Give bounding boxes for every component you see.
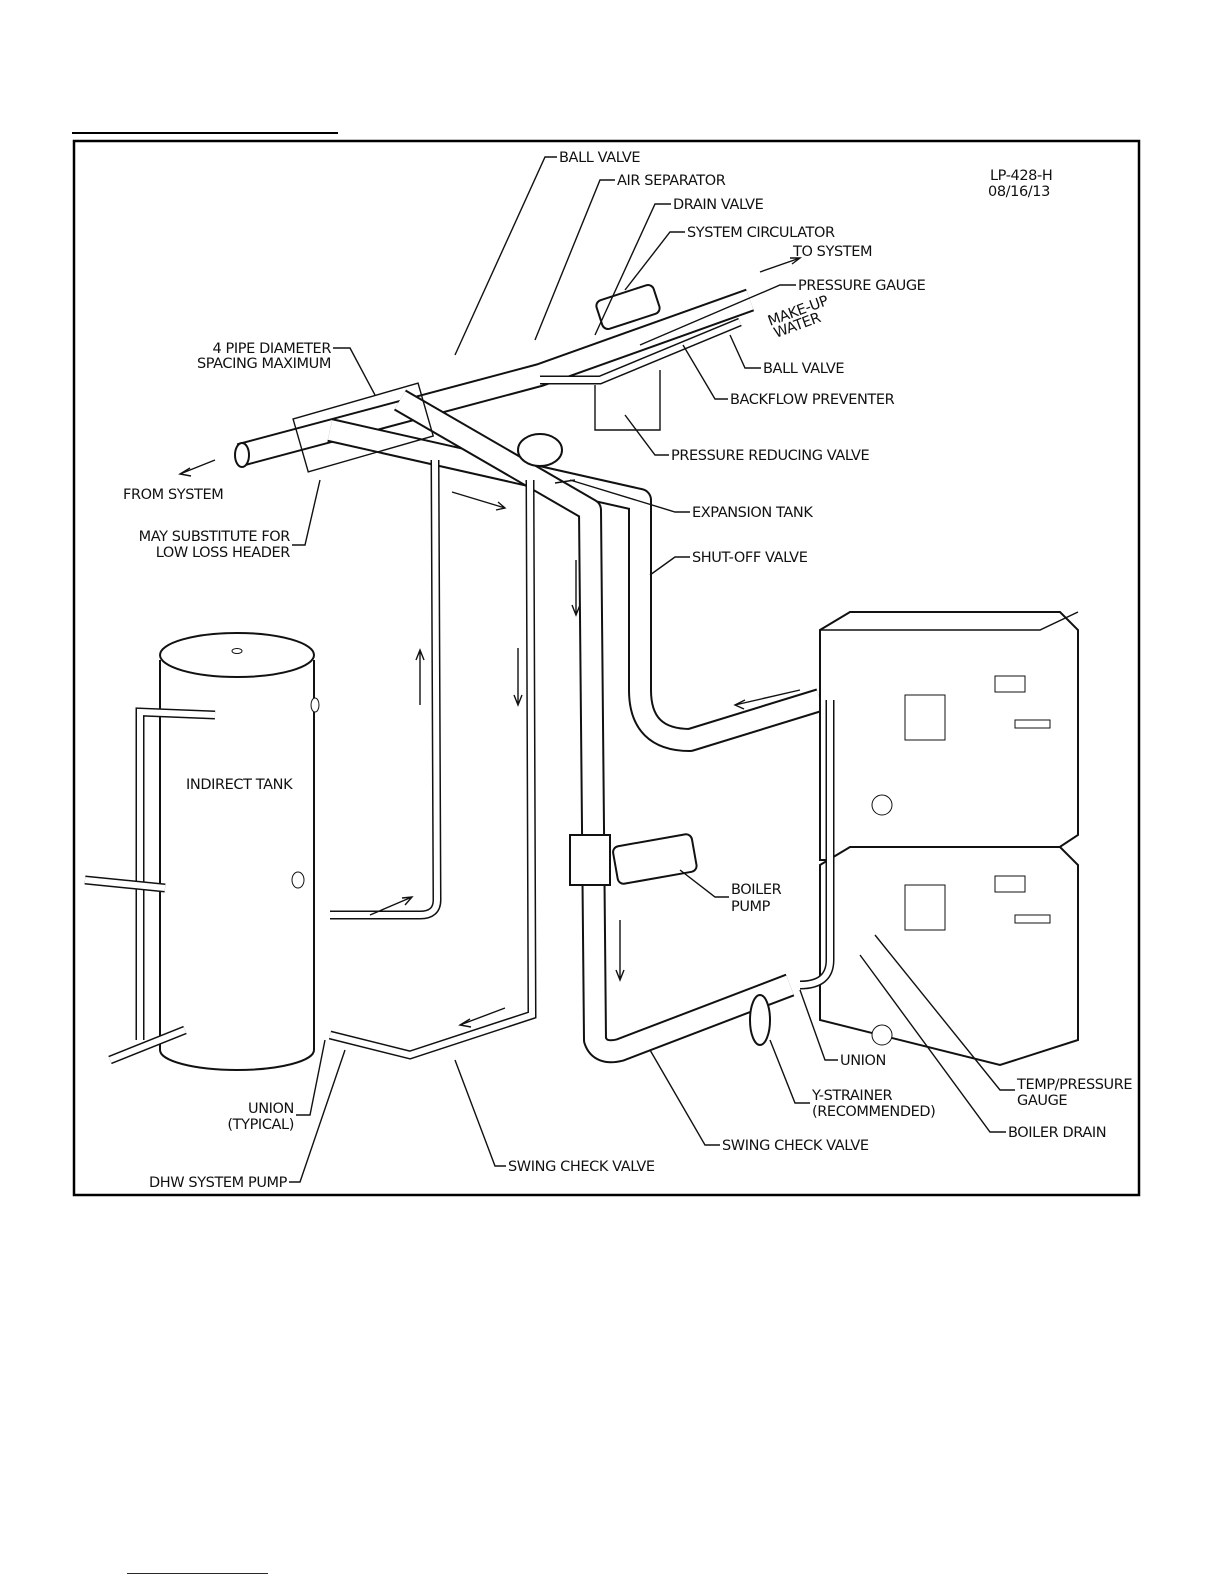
- boiler-upper: [819, 611, 1079, 861]
- label-air-separator: AIR SEPARATOR: [617, 173, 726, 189]
- label-backflow-preventer: BACKFLOW PREVENTER: [730, 392, 895, 408]
- label-temp-pressure: TEMP/PRESSURE: [1016, 1077, 1132, 1093]
- label-pressure-reducing-valve: PRESSURE REDUCING VALVE: [671, 448, 869, 464]
- label-gauge: GAUGE: [1017, 1093, 1067, 1109]
- label-substitute-2: LOW LOSS HEADER: [156, 545, 291, 561]
- label-dhw-system-pump: DHW SYSTEM PUMP: [149, 1175, 288, 1191]
- label-swing-check-dhw: SWING CHECK VALVE: [508, 1159, 655, 1175]
- label-recommended: (RECOMMENDED): [812, 1104, 935, 1120]
- label-y-strainer: Y-STRAINER: [811, 1088, 893, 1104]
- label-substitute-1: MAY SUBSTITUTE FOR: [139, 529, 291, 545]
- diagram-frame: [72, 139, 1141, 1197]
- label-typical: (TYPICAL): [227, 1117, 294, 1133]
- label-drain-valve: DRAIN VALVE: [673, 197, 764, 213]
- flow-arrows: [178, 257, 803, 1028]
- diagram-labels: LP-428-H 08/16/13 BALL VALVE AIR SEPARAT…: [123, 150, 1133, 1191]
- label-pressure-gauge: PRESSURE GAUGE: [798, 278, 926, 294]
- label-ball-valve-top: BALL VALVE: [559, 150, 640, 166]
- label-system-circulator: SYSTEM CIRCULATOR: [687, 225, 835, 241]
- label-swing-check-boiler: SWING CHECK VALVE: [722, 1138, 869, 1154]
- system-piping: [84, 284, 824, 1065]
- leader-lines: [289, 156, 1015, 1183]
- label-indirect-tank: INDIRECT TANK: [186, 777, 293, 793]
- label-shut-off-valve: SHUT-OFF VALVE: [692, 550, 808, 566]
- label-ball-valve-makeup: BALL VALVE: [763, 361, 844, 377]
- label-to-system: TO SYSTEM: [792, 244, 872, 260]
- indirect-tank: [159, 632, 320, 1071]
- label-from-system: FROM SYSTEM: [123, 487, 223, 503]
- drawing-date: 08/16/13: [988, 184, 1050, 200]
- section-heading-rule: [72, 132, 338, 134]
- label-pump: PUMP: [731, 899, 771, 915]
- label-expansion-tank: EXPANSION TANK: [692, 505, 813, 521]
- label-pipe-spacing-2: SPACING MAXIMUM: [197, 356, 331, 372]
- boiler-lower: [799, 700, 1079, 1067]
- label-boiler-drain: BOILER DRAIN: [1008, 1125, 1106, 1141]
- label-union-boiler: UNION: [840, 1053, 886, 1069]
- drawing-id: LP-428-H: [990, 168, 1052, 184]
- label-union-typical: UNION: [248, 1101, 294, 1117]
- footer-link-underline[interactable]: [127, 1573, 268, 1574]
- label-boiler: BOILER: [731, 882, 782, 898]
- label-pipe-spacing-1: 4 PIPE DIAMETER: [213, 341, 332, 357]
